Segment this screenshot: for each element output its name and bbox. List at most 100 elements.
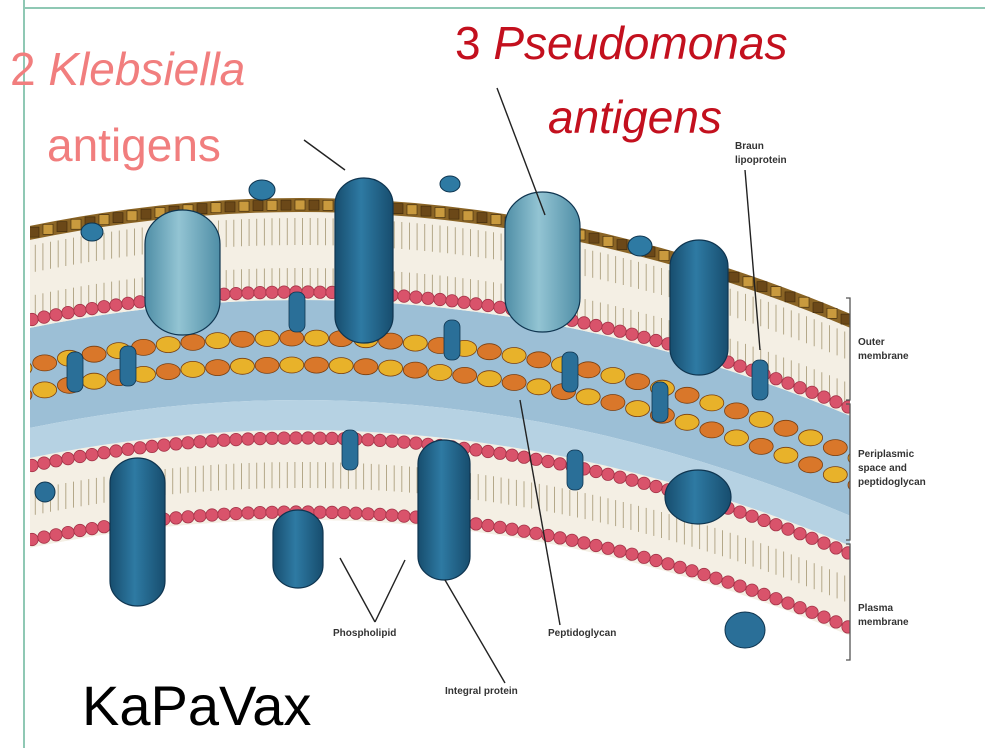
klebsiella-antigens-label: antigens [47, 120, 221, 171]
lipid-head [794, 528, 806, 540]
lps-unit [57, 222, 67, 232]
periplasmic-line3: peptidoglycan [858, 476, 926, 490]
pseudomonas-pointer-line [497, 88, 545, 215]
lipid-head [206, 509, 218, 521]
lps-unit [589, 233, 599, 243]
plasma-membrane-protein [273, 510, 323, 588]
lipid-head [482, 519, 494, 531]
plasma-membrane-line2: membrane [858, 616, 909, 630]
lipid-head [302, 432, 314, 444]
peptidoglycan-bead [8, 387, 32, 403]
peptidoglycan-bead [181, 334, 205, 350]
lps-unit [491, 215, 501, 225]
peptidoglycan-bead [379, 360, 403, 376]
peptidoglycan-bead [329, 358, 353, 374]
periplasmic-line2: space and [858, 462, 926, 476]
klebsiella-prefix: 2 [10, 43, 36, 95]
plasma-integral-protein [110, 458, 165, 606]
lps-unit [127, 211, 137, 221]
lps-unit [449, 209, 459, 219]
lps-unit [197, 204, 207, 214]
peptidoglycan-bead [181, 361, 205, 377]
peptidoglycan-bead [33, 355, 57, 371]
lps-unit [281, 200, 291, 210]
lipid-head [110, 445, 122, 457]
lipid-head [254, 506, 266, 518]
lipid-head [182, 437, 194, 449]
lipid-head [830, 616, 842, 628]
pseudomonas-name: Pseudomonas [493, 17, 787, 69]
peptidoglycan-bead [8, 360, 32, 376]
lipid-head [566, 534, 578, 546]
lps-unit [743, 277, 753, 287]
lipid-head [554, 458, 566, 470]
lipid-head [518, 451, 530, 463]
lipid-head [602, 322, 614, 334]
lipid-head [386, 509, 398, 521]
peptidoglycan-bead [823, 467, 847, 483]
lipid-head [62, 452, 74, 464]
peptidoglycan-bead [601, 395, 625, 411]
plasma-membrane-line1: Plasma [858, 602, 909, 616]
lipoprotein-peg [652, 382, 668, 422]
lipoprotein-label-line1: Braun [735, 140, 787, 154]
lipid-head [602, 468, 614, 480]
lps-unit [827, 308, 837, 318]
lipid-head [542, 455, 554, 467]
lipid-head [662, 558, 674, 570]
lipid-head [50, 455, 62, 467]
lipid-head [290, 432, 302, 444]
lipid-head [218, 508, 230, 520]
lipid-head [818, 391, 830, 403]
lipid-head [86, 302, 98, 314]
lipid-head [650, 480, 662, 492]
lipid-head [398, 510, 410, 522]
lps-unit [239, 201, 249, 211]
outer-membrane-line1: Outer [858, 336, 909, 350]
lipid-head [170, 438, 182, 450]
peptidoglycan-bead [428, 365, 452, 381]
vaccine-title: KaPaVax [82, 675, 311, 737]
lipid-head [110, 299, 122, 311]
peptidoglycan-bead [255, 357, 279, 373]
peptidoglycan-bead [799, 457, 823, 473]
lipid-head [50, 309, 62, 321]
lipid-head [650, 334, 662, 346]
lipid-head [614, 545, 626, 557]
lps-unit [29, 227, 39, 237]
peptidoglycan-bead [799, 430, 823, 446]
peptidoglycan-bead [749, 438, 773, 454]
lps-unit [43, 224, 53, 234]
lipid-head [38, 531, 50, 543]
peptidoglycan-label: Peptidoglycan [548, 628, 616, 639]
lipid-head [242, 507, 254, 519]
lipid-head [458, 296, 470, 308]
lipid-head [602, 542, 614, 554]
lipid-head [242, 287, 254, 299]
peptidoglycan-bead [206, 333, 230, 349]
lps-unit [113, 213, 123, 223]
pseudomonas-suffix: antigens [548, 91, 722, 143]
peripheral-protein-small [35, 482, 55, 502]
lipid-head [386, 435, 398, 447]
lipoprotein-peg [752, 360, 768, 400]
vaccine-name: KaPaVax [82, 674, 311, 737]
lipid-head [230, 507, 242, 519]
lipid-head [374, 434, 386, 446]
lipoprotein-peg [567, 450, 583, 490]
lipid-head [134, 442, 146, 454]
lps-unit [99, 215, 109, 225]
lipid-head [74, 450, 86, 462]
lipid-head [410, 437, 422, 449]
lipid-head [50, 529, 62, 541]
lps-unit [659, 251, 669, 261]
lipid-head [482, 445, 494, 457]
lipid-head [818, 537, 830, 549]
lipid-head [746, 584, 758, 596]
pseudomonas-label: 3 Pseudomonas [455, 18, 787, 69]
lipid-head [674, 561, 686, 573]
peptidoglycan-bead [33, 382, 57, 398]
lipid-head [122, 297, 134, 309]
